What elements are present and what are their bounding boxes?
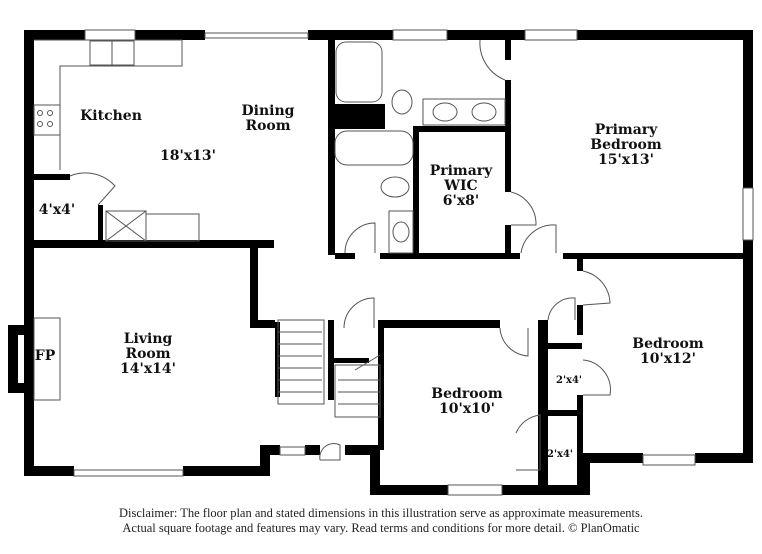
windows <box>73 29 754 496</box>
room-label-living-line1: Living <box>123 331 173 347</box>
room-label-dining-line1: Dining <box>241 103 295 119</box>
room-label-primary-bedroom-line1: Primary <box>594 122 658 138</box>
room-dims-pantry: 4'x4' <box>38 202 76 218</box>
room-dims-closet-1: 2'x4' <box>555 375 583 386</box>
room-dims-living: 14'x14' <box>120 361 176 377</box>
room-dims-bedroom-3: 10'x10' <box>439 401 495 417</box>
room-dims-wic: 6'x8' <box>442 193 480 209</box>
room-label-bedroom-3: Bedroom <box>431 386 503 402</box>
disclaimer-line-2: Actual square footage and features may v… <box>122 521 640 535</box>
fixtures <box>33 39 611 471</box>
room-dims-closet-2: 2'x4' <box>546 449 574 460</box>
room-dims-primary-bedroom: 15'x13' <box>598 152 654 168</box>
room-label-dining-line2: Room <box>245 118 291 134</box>
fireplace-label: FP <box>34 348 56 364</box>
room-label-living-line2: Room <box>125 346 171 362</box>
room-label-primary-bedroom-line2: Bedroom <box>590 137 662 153</box>
disclaimer-line-1: Disclaimer: The floor plan and stated di… <box>119 506 643 520</box>
room-label-wic-line1: Primary <box>429 163 493 179</box>
room-label-bedroom-2: Bedroom <box>632 336 704 352</box>
room-dims-bedroom-2: 10'x12' <box>640 351 696 367</box>
interior-walls <box>34 40 743 490</box>
room-dims-dining: 18'x13' <box>160 148 216 164</box>
room-label-wic-line2: WIC <box>444 178 478 194</box>
room-label-kitchen: Kitchen <box>80 108 142 124</box>
